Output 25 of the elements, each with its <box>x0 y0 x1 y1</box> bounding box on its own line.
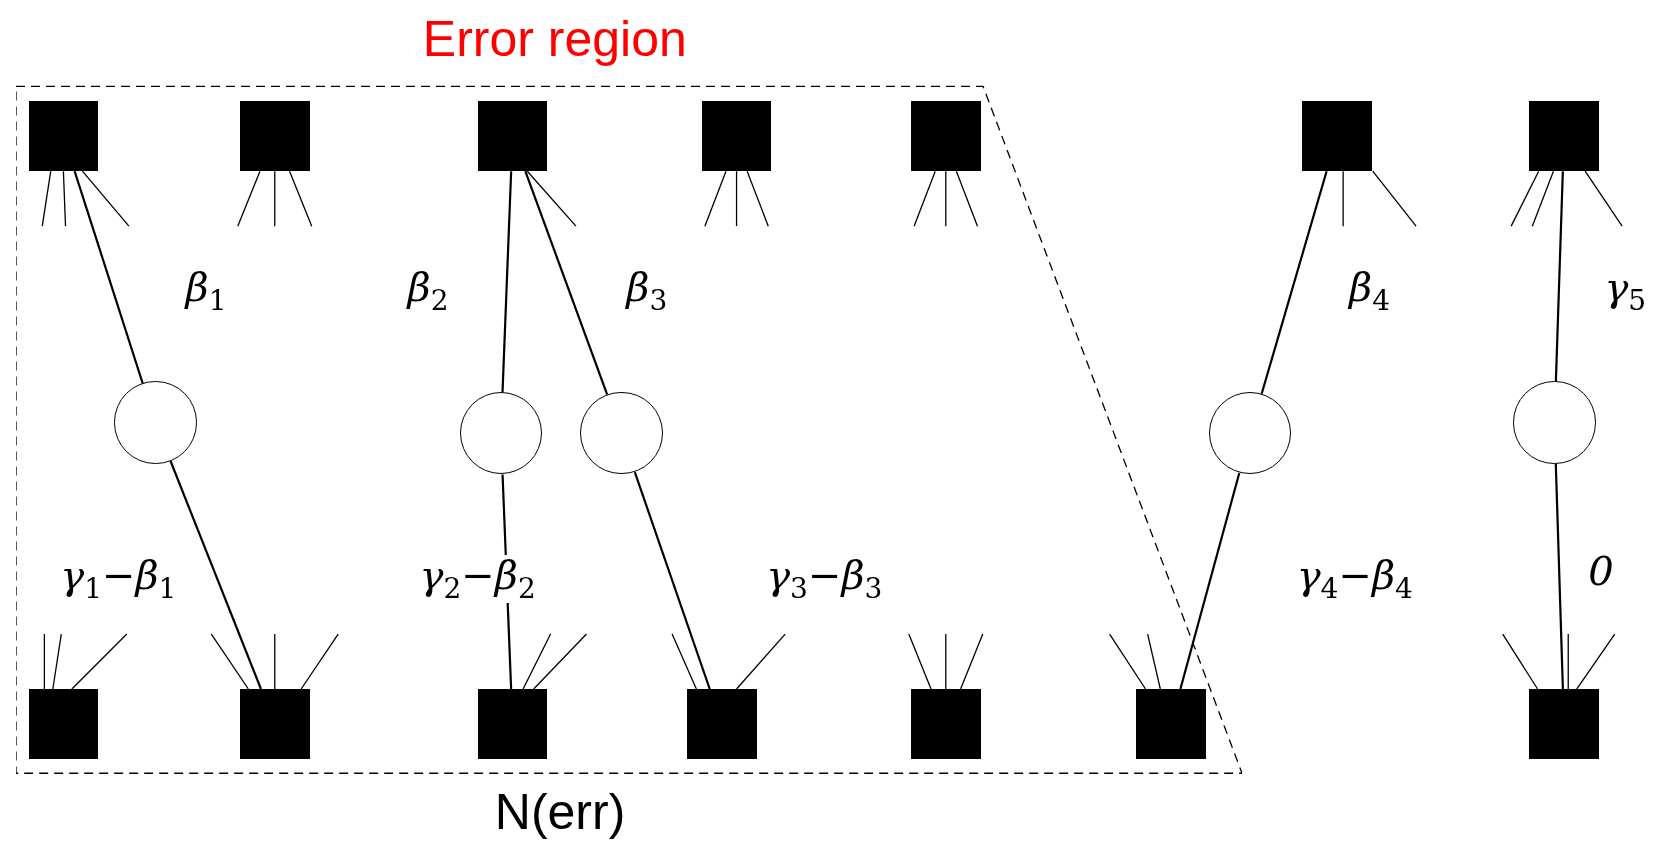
connector-line <box>1554 463 1564 690</box>
connector-line <box>1554 171 1564 382</box>
connector-line <box>73 170 144 384</box>
factor-square <box>910 101 981 172</box>
connector-line <box>169 460 262 690</box>
region-title: Error region <box>422 14 687 65</box>
factor-square <box>239 689 310 759</box>
factor-square <box>1136 689 1206 759</box>
region-label: N(err) <box>494 786 626 837</box>
factor-square <box>239 101 310 172</box>
factor-square <box>28 101 99 172</box>
factor-square <box>1301 101 1372 172</box>
factor-square <box>686 689 757 759</box>
connector-line <box>1260 170 1328 394</box>
connector-line <box>1179 472 1241 690</box>
connector-line <box>633 471 711 690</box>
factor-square <box>1529 101 1599 172</box>
factor-square <box>701 101 772 172</box>
factor-square <box>477 101 548 172</box>
factor-square <box>477 689 548 759</box>
connector-line <box>524 170 609 395</box>
factor-square <box>28 689 99 759</box>
factor-square <box>910 689 981 759</box>
connector-line <box>501 171 513 393</box>
factor-square <box>1529 689 1599 759</box>
